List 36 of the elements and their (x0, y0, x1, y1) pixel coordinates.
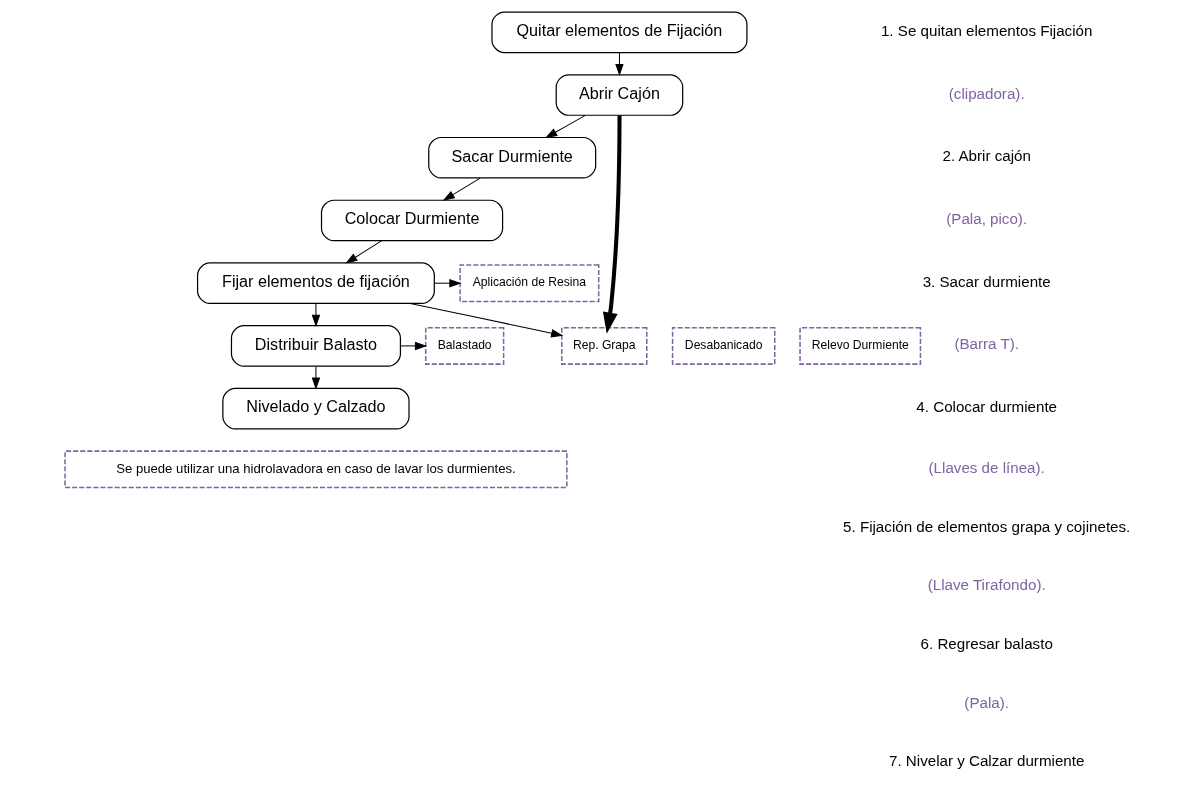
node-box: Balastado (424, 326, 505, 365)
arrow (409, 303, 564, 338)
node-box: Relevo Durmiente (799, 326, 922, 365)
label: (Llave Tirafondo). (927, 576, 1046, 594)
arrow (602, 115, 622, 334)
node-box: Se puede utilizar una hidrolavadora en caso de lavar los durmientes. (64, 450, 568, 489)
arrow (399, 341, 428, 351)
label: (Pala). (964, 693, 1010, 711)
node-box: Nivelado y Calzado (222, 387, 410, 430)
label: (Barra T). (954, 335, 1019, 353)
arrow (345, 240, 382, 264)
node-box: Quitar elementos de Fijación (491, 11, 748, 54)
arrow (311, 303, 321, 327)
label: 7. Nivelar y Calzar durmiente (888, 752, 1085, 770)
node-box: Aplicación de Resina (459, 264, 600, 303)
label: 1. Se quitan elementos Fijación (880, 21, 1093, 39)
label: (clipadora). (948, 84, 1025, 102)
arrow (311, 365, 321, 390)
arrow (433, 278, 462, 288)
node-box: Colocar Durmiente (320, 199, 504, 242)
arrow (442, 177, 481, 201)
node-box: Desabanicado (671, 326, 776, 365)
node-box: Fijar elementos de fijación (196, 262, 435, 305)
label: 3. Sacar durmiente (922, 272, 1051, 290)
label: 6. Regresar balasto (920, 634, 1053, 652)
label: (Pala, pico). (946, 210, 1028, 228)
arrow (615, 52, 624, 77)
label: 2. Abrir cajón (942, 147, 1031, 165)
label: 4. Colocar durmiente (916, 398, 1058, 416)
node-box: Sacar Durmiente (428, 136, 597, 179)
arrow (545, 114, 586, 139)
label: (Llaves de línea). (928, 458, 1045, 476)
label: 5. Fijación de elementos grapa y cojinetes. (843, 517, 1131, 535)
node-box: Distribuir Balasto (230, 325, 402, 367)
node-box: Rep. Grapa (561, 326, 648, 365)
node-box: Abrir Cajón (555, 74, 684, 116)
